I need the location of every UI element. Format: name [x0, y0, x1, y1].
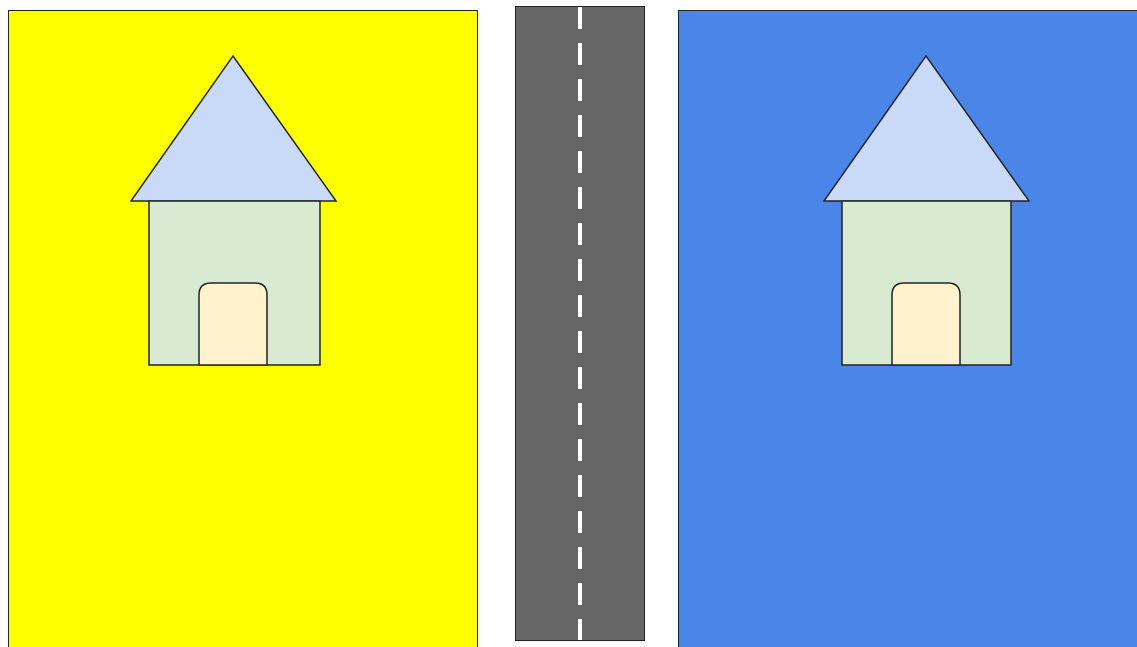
house-left[interactable] — [130, 55, 338, 367]
house-roof — [131, 56, 336, 201]
house-right[interactable] — [823, 55, 1031, 367]
road — [515, 6, 645, 641]
house-door[interactable] — [892, 283, 960, 365]
road-center-line — [577, 7, 583, 640]
house-roof — [824, 56, 1029, 201]
house-door[interactable] — [199, 283, 267, 365]
